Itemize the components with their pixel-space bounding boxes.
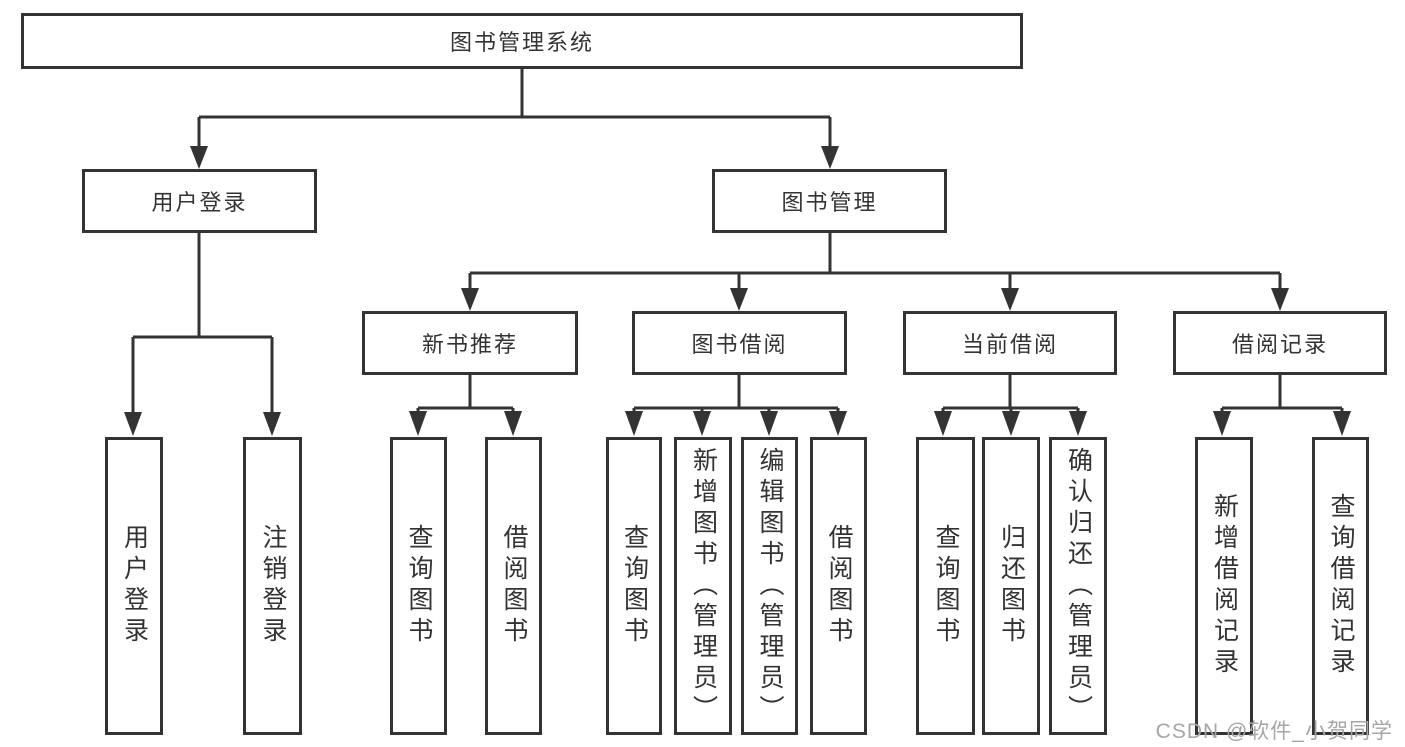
arrowhead-br-query [1333,411,1351,436]
node-user-login-branch: 用户登录 [82,169,317,233]
node-label: 新增借阅记录 [1210,493,1239,679]
arrowhead-bb-borrow [829,411,847,436]
node-logout-leaf: 注销登录 [243,437,302,735]
node-label: 借阅图书 [825,524,853,648]
node-label: 借阅记录 [1231,332,1328,357]
arrowhead-user-login-leaf [124,412,142,436]
node-book-management-branch: 图书管理 [712,169,947,233]
node-new-book-recommendation: 新书推荐 [362,311,578,375]
node-cb-query-books: 查询图书 [916,437,975,735]
arrowhead-bb-add [693,411,711,436]
arrowhead-nbr [461,288,479,311]
node-label: 确认归还（管理员） [1064,446,1093,726]
node-label: 图书管理 [781,190,878,215]
node-bb-borrow-books: 借阅图书 [810,437,867,735]
node-br-add-record: 新增借阅记录 [1195,437,1253,735]
node-cb-return-books: 归还图书 [982,437,1040,735]
arrowhead-bb-edit [760,411,778,436]
node-current-borrowing: 当前借阅 [903,311,1117,375]
node-user-login-leaf: 用户登录 [105,437,163,735]
node-label: 查询图书 [620,524,649,648]
node-nbr-query-books: 查询图书 [390,437,447,735]
arrowhead-br-add [1213,411,1231,436]
node-label: 借阅图书 [500,524,528,648]
arrowhead-nbr-borrow [504,411,522,436]
node-label: 注销登录 [259,524,287,648]
node-label: 新增图书（管理员） [689,446,718,726]
node-label: 查询图书 [405,524,433,648]
node-label: 编辑图书（管理员） [756,446,784,726]
arrowhead-cb-return [1002,411,1020,436]
node-book-borrowing: 图书借阅 [632,311,847,375]
arrowhead-cb [1001,288,1019,311]
node-label: 新书推荐 [421,332,518,357]
node-bb-edit-books-admin: 编辑图书（管理员） [741,437,798,735]
node-label: 当前借阅 [961,332,1058,357]
node-br-query-record: 查询借阅记录 [1312,437,1369,735]
node-label: 查询图书 [932,524,960,648]
node-nbr-borrow-books: 借阅图书 [485,437,542,735]
node-label: 用户登录 [151,190,248,215]
node-label: 归还图书 [997,524,1026,648]
arrowhead-bb [730,288,748,311]
watermark: CSDN @软件_小贺同学 [1155,720,1393,743]
node-label: 图书借阅 [691,332,788,357]
node-library-management-system: 图书管理系统 [21,13,1023,69]
node-bb-query-books: 查询图书 [606,437,662,735]
arrowhead-br [1271,288,1289,311]
arrowhead-nbr-query [409,411,427,436]
node-label: 用户登录 [120,524,149,648]
arrowhead-book-mgmt [821,146,839,169]
arrowhead-user-login [190,146,208,169]
node-label: 查询借阅记录 [1327,493,1355,679]
node-cb-confirm-return-admin: 确认归还（管理员） [1049,437,1107,735]
node-label: 图书管理系统 [449,30,594,55]
arrowhead-logout-leaf [263,412,281,436]
arrowhead-bb-query [625,411,643,436]
node-bb-add-books-admin: 新增图书（管理员） [674,437,732,735]
arrowhead-cb-query [934,411,952,436]
arrowhead-cb-confirm [1069,411,1087,436]
node-borrowing-records: 借阅记录 [1173,311,1387,375]
